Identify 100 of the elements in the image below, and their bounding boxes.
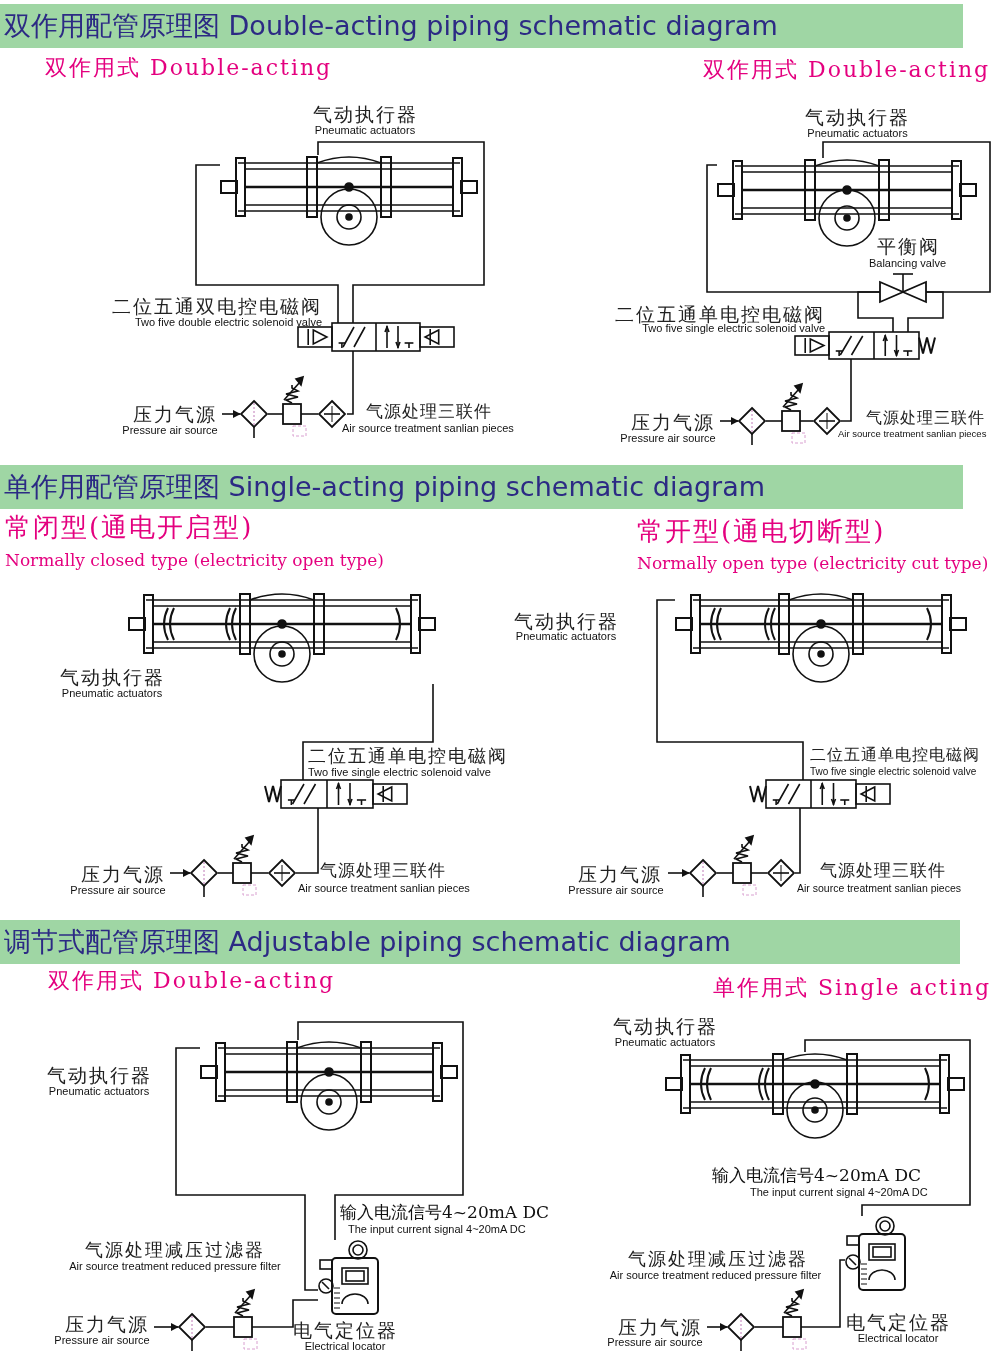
pipe-line — [750, 872, 768, 874]
signal-label: The input current signal 4~20mA DC — [348, 1223, 526, 1236]
regulator-symbol — [232, 1289, 260, 1351]
regulator-symbol — [281, 376, 309, 438]
section-heading: 单作用配管原理图 Single-acting piping schematic diagram — [0, 465, 963, 509]
regulator-symbol — [731, 835, 759, 897]
pipe-line — [799, 420, 814, 422]
pipe-line — [250, 872, 269, 874]
component-label: 气源处理三联件 — [320, 861, 447, 881]
subheading: Normally closed type (electricity open type) — [5, 551, 384, 571]
pipe-line — [765, 420, 783, 422]
pipe-line — [205, 1326, 235, 1328]
pipe-line — [656, 599, 804, 781]
component-caption: Two five single electric solenoid valve — [308, 766, 492, 779]
component-caption: Pressure air source — [606, 1336, 704, 1349]
section-heading: 双作用配管原理图 Double-acting piping schematic diagram — [0, 4, 963, 48]
pipe-line — [800, 1259, 846, 1328]
pipe-line — [251, 1299, 319, 1328]
pipe-line — [300, 413, 319, 415]
pipe-line — [217, 872, 234, 874]
arrow — [667, 869, 690, 877]
arrow — [719, 417, 739, 425]
component-caption: Pneumatic actuators — [515, 630, 618, 643]
pipe-line — [706, 164, 881, 293]
subheading: Normally open type (electricity cut type) — [637, 554, 989, 574]
filter-symbol — [240, 400, 268, 438]
pipe-line — [804, 1039, 971, 1217]
component-label: 二位五通双电控电磁阀 — [111, 296, 322, 318]
component-caption: Air source treatment sanlian pieces — [797, 882, 962, 895]
component-label: 气源处理三联件 — [820, 861, 947, 881]
component-caption: Electrical locator — [303, 1340, 387, 1353]
component-caption: Pneumatic actuators — [613, 1036, 717, 1049]
component-label: 气动执行器 — [804, 107, 911, 129]
component-caption: Pneumatic actuators — [60, 687, 164, 700]
component-label: 压力气源 — [617, 1317, 703, 1338]
regulator-symbol — [231, 835, 259, 897]
pipe-line — [754, 1326, 784, 1328]
component-caption: Pressure air source — [53, 1334, 151, 1347]
component-label: 压力气源 — [64, 1314, 150, 1336]
component-caption: Pressure air source — [567, 884, 665, 897]
filter-symbol — [689, 859, 717, 897]
component-caption: Pneumatic actuators — [313, 124, 417, 137]
regulator-symbol — [780, 383, 808, 445]
component-caption: Pressure air source — [619, 432, 717, 445]
pipe-line — [794, 807, 801, 874]
component-caption: Pressure air source — [69, 884, 167, 897]
subheading: 双作用式 Double-acting — [703, 57, 991, 83]
component-caption: Air source treatment sanlian pieces — [298, 882, 471, 895]
component-label: 平衡阀 — [875, 236, 941, 258]
component-label: 气源处理三联件 — [366, 402, 493, 422]
lubricator-symbol — [767, 859, 795, 887]
regulator-symbol — [781, 1289, 809, 1351]
component-label: 电气定位器 — [291, 1320, 399, 1342]
component-label: 压力气源 — [132, 404, 218, 426]
component-label: 气动执行器 — [512, 611, 620, 632]
component-label: 气源处理三联件 — [866, 409, 986, 428]
subheading: 双作用式 Double-acting — [45, 55, 333, 81]
arrow — [221, 410, 241, 418]
signal-label: 输入电流信号4~20mA DC — [712, 1166, 922, 1186]
subheading: 单作用式 Single acting — [713, 975, 991, 1001]
signal-label: The input current signal 4~20mA DC — [750, 1186, 928, 1199]
pipe-line — [840, 358, 852, 422]
arrow — [706, 1323, 728, 1331]
signal-label: 输入电流信号4~20mA DC — [340, 1203, 550, 1223]
component-label: 气动执行器 — [311, 104, 419, 126]
component-caption: Balancing valve — [867, 257, 948, 270]
component-caption: Two five single electric solenoid valve — [810, 766, 978, 778]
pipe-line — [317, 141, 485, 324]
component-label: 气动执行器 — [611, 1016, 719, 1038]
component-caption: Two five double electric solenoid valve — [133, 316, 322, 329]
pipe-line — [295, 807, 319, 874]
filter-symbol — [190, 859, 218, 897]
filter-symbol — [178, 1313, 206, 1351]
lubricator-symbol — [268, 859, 296, 887]
subheading: 常开型(通电切断型) — [637, 517, 886, 547]
pipe-line — [822, 141, 991, 293]
pipe-line — [346, 350, 354, 415]
component-label: 电气定位器 — [844, 1312, 952, 1334]
pipe-line — [716, 872, 734, 874]
component-label: 二位五通单电控电磁阀 — [810, 746, 981, 765]
component-label: 气源处理减压过滤器 — [84, 1240, 266, 1261]
pipe-line — [302, 683, 434, 781]
arrow — [169, 869, 191, 877]
filter-symbol — [727, 1313, 755, 1351]
pipe-line — [297, 1021, 464, 1241]
component-caption: Air source treatment sanlian pieces — [342, 422, 515, 435]
pipe-line — [267, 413, 284, 415]
component-label: 气动执行器 — [58, 667, 166, 689]
component-caption: Pneumatic actuators — [806, 127, 909, 140]
component-caption: Air source treatment sanlian pieces — [838, 429, 988, 440]
component-caption: Pressure air source — [121, 424, 219, 437]
component-label: 气源处理减压过滤器 — [626, 1249, 809, 1270]
component-label: 二位五通单电控电磁阀 — [308, 746, 509, 767]
subheading: 双作用式 Double-acting — [48, 968, 336, 994]
pipe-line — [195, 164, 339, 324]
component-label: 压力气源 — [577, 864, 663, 886]
component-label: 压力气源 — [80, 864, 166, 886]
component-label: 压力气源 — [630, 412, 716, 434]
section-heading: 调节式配管原理图 Adjustable piping schematic diagram — [0, 920, 960, 964]
pipe-line — [907, 291, 944, 333]
